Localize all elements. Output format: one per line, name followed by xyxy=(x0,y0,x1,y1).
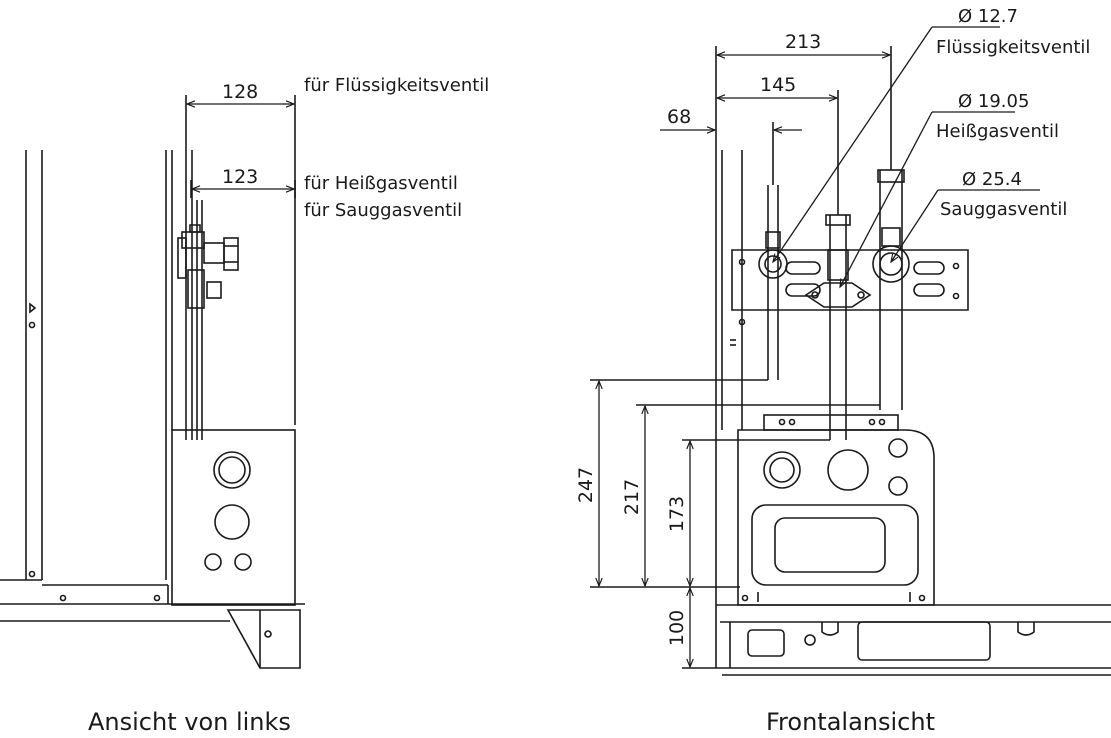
valve-25-4-name: Sauggasventil xyxy=(940,199,1067,220)
front-view xyxy=(590,46,1111,676)
dim-173: 173 xyxy=(666,496,688,532)
valve-12-7-name: Flüssigkeitsventil xyxy=(936,37,1090,58)
dim-68: 68 xyxy=(667,106,691,128)
valve-19-05-diameter: Ø 19.05 xyxy=(958,91,1029,112)
label-hotgas-valve: für Heißgasventil xyxy=(304,173,458,194)
dim-123: 123 xyxy=(222,166,258,188)
dim-128: 128 xyxy=(222,81,258,103)
dim-213: 213 xyxy=(785,31,821,53)
caption-front-view: Frontalansicht xyxy=(766,708,935,736)
dim-247: 247 xyxy=(575,467,597,503)
valve-25-4-diameter: Ø 25.4 xyxy=(962,169,1022,190)
label-suction-valve: für Sauggasventil xyxy=(304,200,462,221)
left-dimension-lines xyxy=(185,100,296,193)
leader-valve-12-7 xyxy=(772,26,933,264)
leader-valve-25-4 xyxy=(890,189,939,264)
front-dimension-lines xyxy=(595,26,1040,669)
dim-145: 145 xyxy=(760,74,796,96)
left-view xyxy=(0,95,305,669)
caption-left-view: Ansicht von links xyxy=(88,708,291,736)
label-liquid-valve: für Flüssigkeitsventil xyxy=(304,75,489,96)
dim-100: 100 xyxy=(666,610,688,646)
dim-217: 217 xyxy=(621,479,643,515)
valve-19-05-name: Heißgasventil xyxy=(936,121,1059,142)
leader-valve-19-05 xyxy=(839,111,933,289)
valve-12-7-diameter: Ø 12.7 xyxy=(958,6,1018,27)
